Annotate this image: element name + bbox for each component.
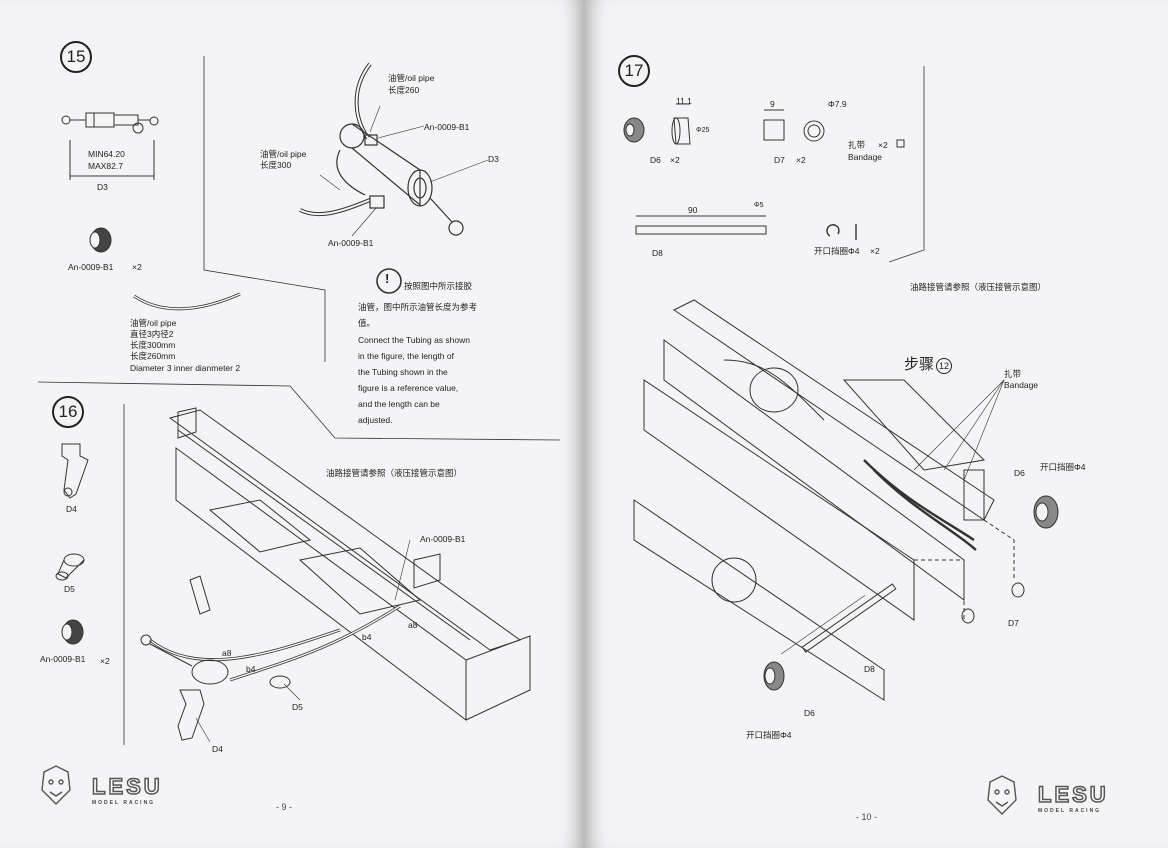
an-fitting-part-2 (61, 619, 84, 645)
clip-caption: 开口挡圈Φ4 (814, 246, 860, 256)
d4-bracket-part (61, 443, 89, 499)
an-part-label: An-0009-B1 (68, 262, 114, 272)
step-ref-num: 12 (936, 358, 952, 374)
page-number-right: - 10 - (856, 812, 878, 822)
diag-an-bottom: An-0009-B1 (328, 238, 374, 248)
d5-fitting-part (55, 553, 85, 581)
d3-max-label: MAX82.7 (88, 161, 123, 171)
note-en-2: in the figure, the length of (358, 351, 454, 361)
diag-an-top: An-0009-B1 (424, 122, 470, 132)
diag-bandage-en: Bandage (1004, 380, 1039, 390)
bandage-cn: 扎带 (848, 140, 866, 150)
d6-caption: D6 (650, 155, 661, 165)
chassis-frame-diagram (140, 407, 531, 743)
ref-title-right: 油路接管请参照（液压接管示意图） (910, 282, 1047, 292)
an-part-qty-2: ×2 (100, 656, 110, 666)
note-en-4: figure is a reference value, (358, 383, 459, 393)
pipe-label-5: Diameter 3 inner dianmeter 2 (130, 363, 241, 373)
bandage-en: Bandage (848, 152, 883, 162)
d8-caption: D8 (652, 248, 663, 258)
pipe-label-2: 直径3内径2 (130, 329, 174, 339)
diag-pipe-left-1: 油管/oil pipe (260, 149, 307, 159)
right-page-drawings (623, 66, 1059, 815)
diag-pipe-left-2: 长度300 (260, 160, 292, 170)
diag-d5: D5 (292, 702, 303, 712)
lesu-logo-sub-right: MODEL RACING (1038, 808, 1102, 814)
pipe-label-3: 长度300mm (130, 340, 176, 350)
diag-clip-bottom: 开口挡圈Φ4 (746, 730, 792, 740)
step-16-badge: 16 (52, 396, 84, 428)
step-17-badge: 17 (618, 55, 650, 87)
d7-dim-1: 9 (770, 99, 775, 109)
d4-caption: D4 (66, 504, 77, 514)
d6-qty: ×2 (670, 155, 680, 165)
note-en-5: and the length can be (358, 399, 440, 409)
diag-pipe-top-2: 长度260 (388, 85, 420, 95)
d6-dim-2: Φ25 (696, 127, 710, 134)
ref-title-left: 油路接管请参照（液压接管示意图） (326, 468, 463, 478)
diag-d8: D8 (864, 664, 875, 674)
d8-shaft-part (635, 215, 767, 235)
an-part-label-2: An-0009-B1 (40, 654, 86, 664)
hydraulic-assembly-diagram (299, 62, 489, 237)
diag-a8-top: a8 (408, 620, 418, 630)
diag-d4: D4 (212, 744, 223, 754)
note-icon-glyph: ! (385, 271, 390, 286)
pipe-label-4: 长度260mm (130, 351, 176, 361)
step-15-badge: 15 (60, 41, 92, 73)
clip-qty: ×2 (870, 246, 880, 256)
note-en-1: Connect the Tubing as shown (358, 335, 470, 345)
clip-ring-part (826, 224, 857, 240)
left-page-drawings (37, 56, 561, 805)
diag-bandage-cn: 扎带 (1004, 369, 1022, 379)
diag-b4-top: b4 (362, 632, 372, 642)
diag-an-16: An-0009-B1 (420, 534, 466, 544)
diag-d6-bottom: D6 (804, 708, 815, 718)
diag-a8-left: a8 (222, 648, 232, 658)
lesu-logo-sub-left: MODEL RACING (92, 800, 156, 806)
warning-icon (376, 268, 402, 294)
an-fitting-part (89, 227, 112, 253)
d8-dim-1: 90 (688, 205, 698, 215)
d6-pulley-part (623, 103, 691, 145)
d8-dim-2: Φ5 (754, 202, 764, 209)
diag-d3: D3 (488, 154, 499, 164)
diag-clip-top: 开口挡圈Φ4 (1040, 462, 1086, 472)
d7-dim-2: Φ7.9 (828, 99, 847, 109)
d5-caption: D5 (64, 584, 75, 594)
lion-emblem-icon-right (987, 775, 1017, 815)
step-ref-cn: 步骤 (904, 356, 935, 373)
d3-caption: D3 (97, 182, 108, 192)
d7-spacer-part (763, 109, 825, 142)
note-en-6: adjusted. (358, 415, 393, 425)
bandage-checkbox (896, 139, 905, 148)
d3-cylinder-part (61, 112, 159, 180)
chassis-frame-diagram-right (633, 299, 1059, 701)
page-number-left: - 9 - (276, 802, 293, 812)
d3-min-label: MIN64.20 (88, 149, 125, 159)
note-cn-3: 值。 (358, 318, 376, 328)
diag-d7: D7 (1008, 618, 1019, 628)
page-9: 15 MIN64.20 MAX82.7 D3 An-0009-B1 ×2 油管/… (0, 0, 584, 848)
lesu-logo-right: LESU (1037, 781, 1109, 808)
bandage-qty: ×2 (878, 140, 888, 150)
diag-b4-left: b4 (246, 664, 256, 674)
page-10: 17 11.1 Φ25 D6 ×2 9 Φ7.9 D7 ×2 扎带 ×2 Ban… (584, 0, 1168, 848)
d6-dim-1: 11.1 (676, 96, 692, 106)
note-cn-1: 按照图中所示接胶 (404, 281, 473, 291)
note-cn-2: 油管，图中所示油管长度为参考 (358, 302, 478, 312)
note-en-3: the Tubing shown in the (358, 367, 448, 377)
lesu-logo-left: LESU (91, 773, 163, 800)
d7-caption: D7 (774, 155, 785, 165)
diag-pipe-top-1: 油管/oil pipe (388, 73, 435, 83)
lion-emblem-icon (41, 765, 71, 805)
an-part-qty: ×2 (132, 262, 142, 272)
diag-d6-top: D6 (1014, 468, 1025, 478)
pipe-label-1: 油管/oil pipe (130, 318, 177, 328)
d7-qty: ×2 (796, 155, 806, 165)
